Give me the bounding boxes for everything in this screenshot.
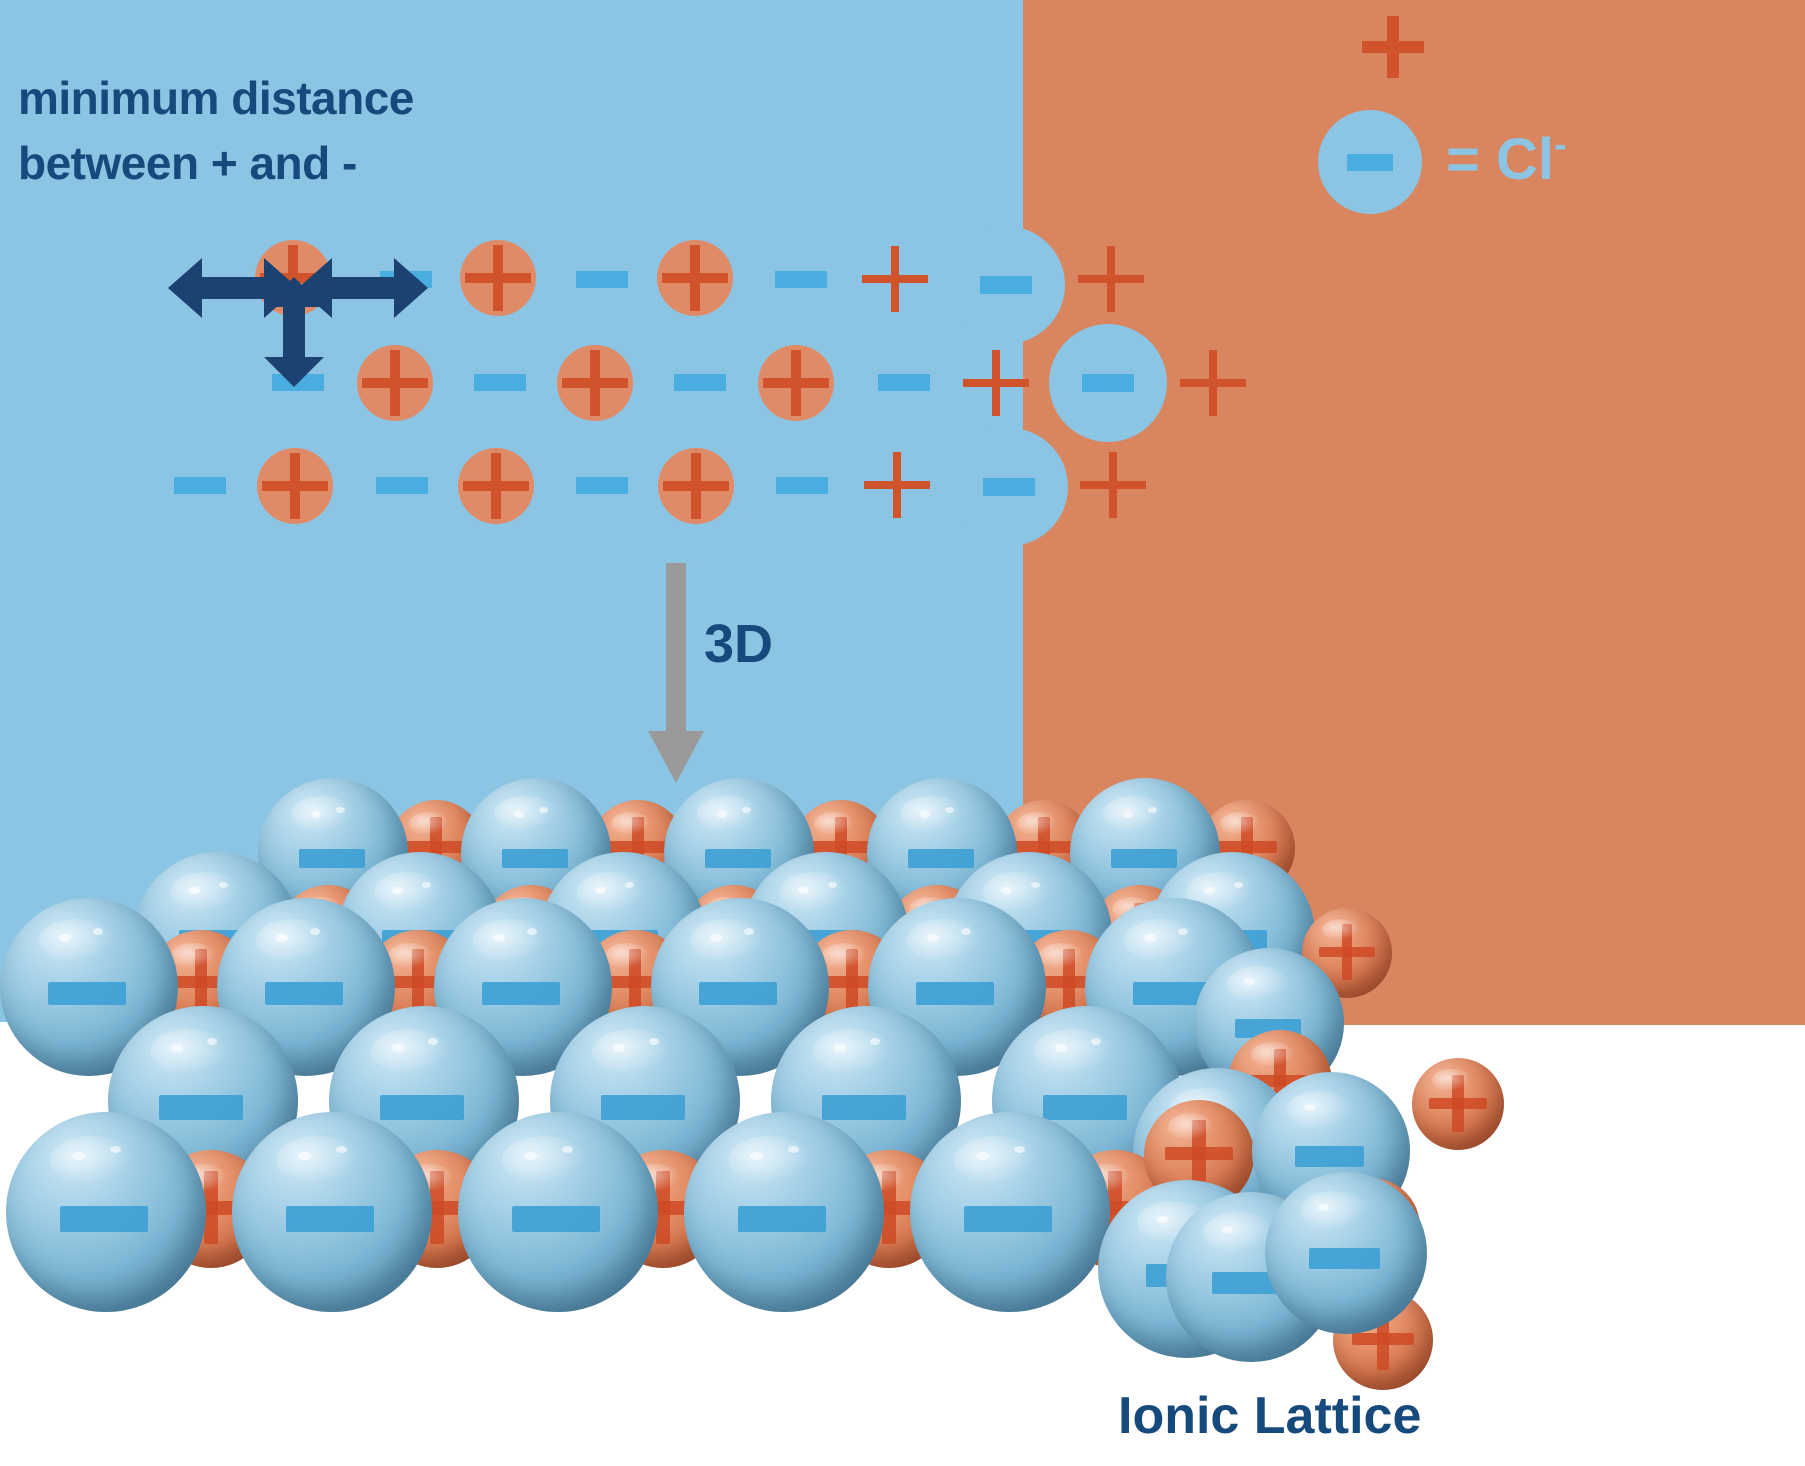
sodium-ion-2d	[557, 345, 633, 421]
chloride-ion-2d	[576, 477, 628, 494]
sodium-ion-2d	[257, 448, 333, 524]
double-headed-arrow-down-icon	[264, 277, 324, 387]
down-arrow-icon	[648, 563, 704, 783]
sodium-ion-2d	[758, 345, 834, 421]
minus-sign-icon	[1082, 373, 1134, 393]
chloride-ion-2d	[776, 477, 828, 494]
minus-sign-icon	[983, 477, 1035, 497]
flow-label: 3D	[704, 614, 774, 674]
chloride-ion-2d	[474, 374, 526, 391]
sodium-ion-2d	[963, 350, 1029, 416]
chloride-sphere	[458, 1112, 658, 1312]
chloride-ion-2d-large	[1049, 324, 1167, 442]
sodium-ion-2d	[657, 240, 733, 316]
minus-sign-icon	[1347, 154, 1393, 171]
chloride-sphere	[1265, 1172, 1427, 1334]
chloride-ion-2d	[376, 477, 428, 494]
chloride-ion-circle	[1318, 110, 1422, 214]
chloride-ion-2d	[576, 271, 628, 288]
lattice-caption: Ionic Lattice	[1118, 1387, 1422, 1445]
headline-text: minimum distance between + and -	[18, 72, 414, 190]
sodium-ion-2d	[658, 448, 734, 524]
chloride-ion-2d	[174, 477, 226, 494]
chloride-ion-2d	[775, 271, 827, 288]
sodium-sphere	[1412, 1058, 1504, 1150]
sodium-ion-2d	[458, 448, 534, 524]
chloride-sphere	[684, 1112, 884, 1312]
chloride-sphere	[910, 1112, 1110, 1312]
sodium-ion-2d	[357, 345, 433, 421]
sodium-ion-2d	[864, 452, 930, 518]
chloride-ion-2d	[674, 374, 726, 391]
legend-label: = Cl-	[1446, 126, 1567, 189]
chloride-ion-2d	[878, 374, 930, 391]
legend-equals-text: = Cl	[1446, 127, 1554, 192]
sodium-ion-2d	[862, 246, 928, 312]
legend: = Cl-	[1300, 8, 1805, 228]
chloride-ion-2d-large	[950, 428, 1068, 546]
sodium-ion-2d	[460, 240, 536, 316]
chloride-ion-2d-large	[947, 226, 1065, 344]
double-headed-arrow-right-icon	[298, 258, 428, 318]
double-headed-arrow-left-icon	[168, 258, 298, 318]
plus-sign-icon	[1362, 16, 1424, 78]
sodium-ion-2d	[1080, 452, 1146, 518]
chloride-sphere	[6, 1112, 206, 1312]
chloride-sphere	[232, 1112, 432, 1312]
minus-sign-icon	[980, 275, 1032, 295]
sodium-ion-2d	[1180, 350, 1246, 416]
legend-charge: -	[1554, 124, 1567, 166]
sodium-ion-2d	[1078, 246, 1144, 312]
